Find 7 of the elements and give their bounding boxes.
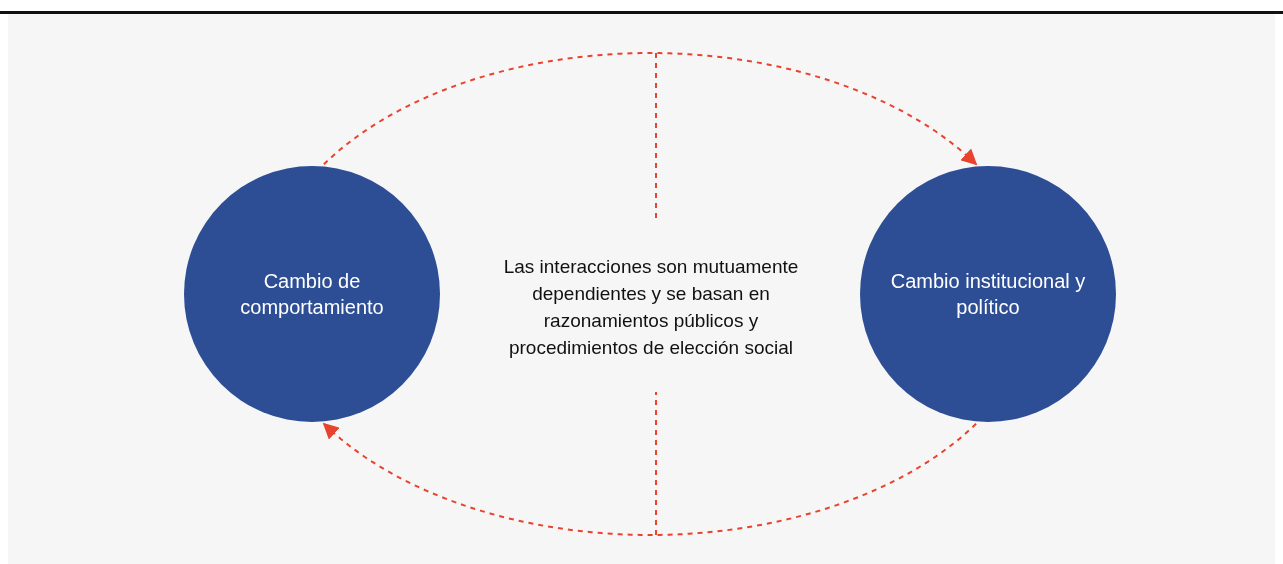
node-label: Cambio institucional y político <box>890 269 1086 320</box>
curved-arrow <box>322 52 978 166</box>
curved-arrow <box>322 422 978 536</box>
dashed-line <box>655 391 657 536</box>
center-text: Las interacciones son mutuamente dependientes y se basan en razonamientos públicos y procedimientos de elección social <box>502 255 800 360</box>
dashed-line <box>655 52 657 219</box>
node-label: Cambio de comportamiento <box>239 269 385 320</box>
